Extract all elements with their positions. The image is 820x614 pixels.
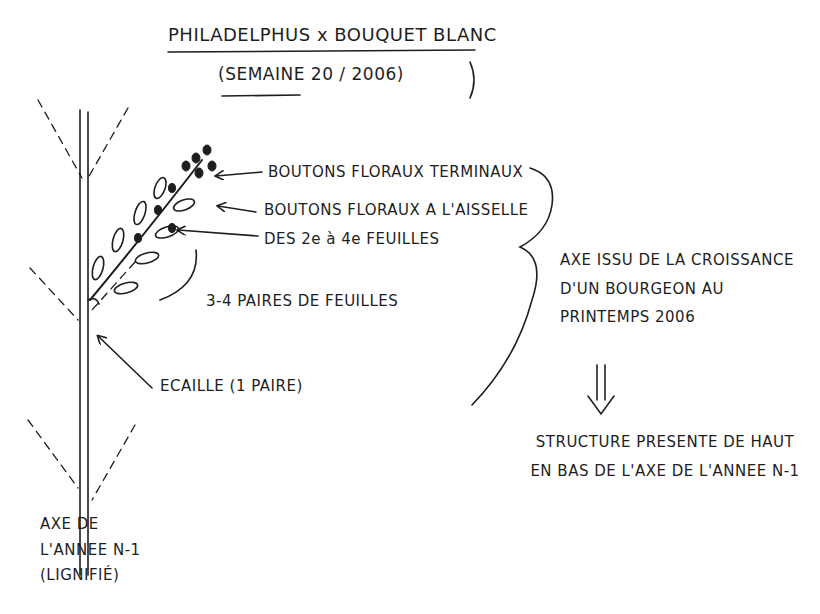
brace-note: AXE ISSU DE LA CROISSANCE D'UN BOURGEON … <box>560 246 805 332</box>
subtitle-date: (SEMAINE 20 / 2006) <box>218 58 404 90</box>
callout-label: BOUTONS FLORAUX TERMINAUX <box>268 158 523 187</box>
callout-label: 3-4 PAIRES DE FEUILLES <box>206 287 398 316</box>
axis-label: AXE DE L'ANNEE N-1 (LIGNIFIÉ) <box>40 512 158 589</box>
diagram-title: PHILADELPHUS x BOUQUET BLANC <box>168 18 497 52</box>
callout-label: ECAILLE (1 PAIRE) <box>160 372 303 401</box>
callout-label: BOUTONS FLORAUX A L'AISSELLE DES 2e à 4e… <box>264 196 564 253</box>
conclusion-note: STRUCTURE PRESENTE DE HAUT EN BAS DE L'A… <box>530 428 800 485</box>
